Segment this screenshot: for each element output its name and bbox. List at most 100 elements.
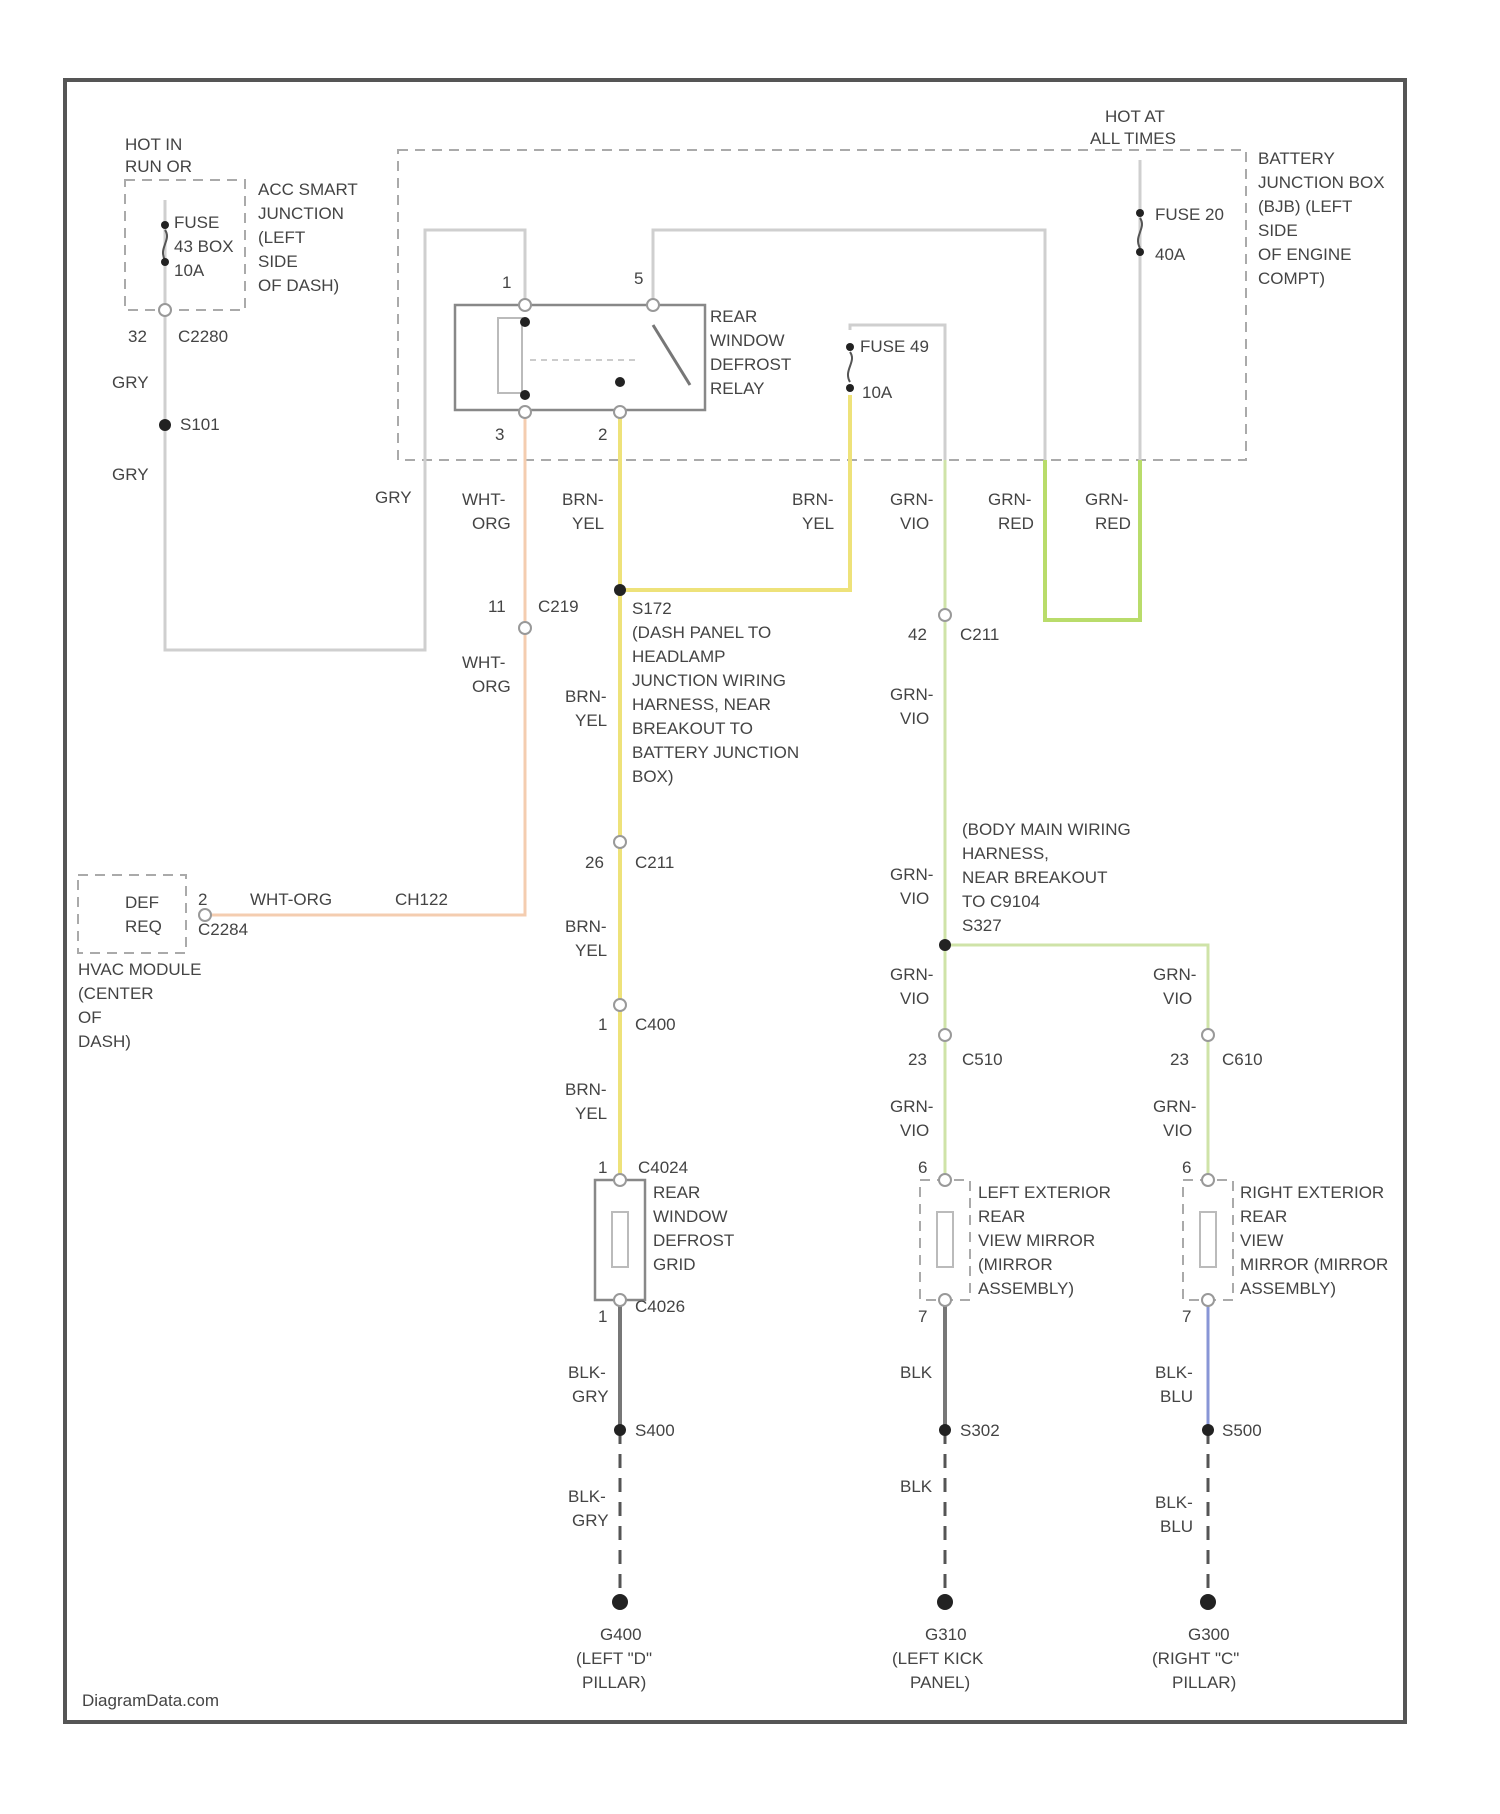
fuse-20-label: FUSE 20 40A <box>1155 205 1229 264</box>
connector-right-mirror-bottom <box>1202 1294 1214 1306</box>
rear-window-defrost-grid-label: REAR WINDOW DEFROST GRID <box>653 1183 739 1274</box>
wire-label-grn-vio-top: GRN- VIO <box>890 490 938 533</box>
acc-fuse-label: FUSE 43 BOX 10A <box>174 213 238 280</box>
ground-g300-label: G300 (RIGHT "C" PILLAR) <box>1152 1625 1244 1692</box>
grid-bottom-pin-label: 1 <box>598 1307 607 1326</box>
ground-g400-label: G400 (LEFT "D" PILLAR) <box>576 1625 657 1692</box>
relay-pin3-dot <box>520 390 530 400</box>
relay-pin2-terminal <box>614 406 626 418</box>
connector-c610 <box>1202 1029 1214 1041</box>
hvac-pin-label: 2 <box>198 890 207 909</box>
wire-label-blk-mid-2: BLK <box>900 1477 933 1496</box>
connector-c2280 <box>159 304 171 316</box>
splice-s400-label: S400 <box>635 1421 675 1440</box>
c211-mid-pin-label: 42 <box>908 625 927 644</box>
right-mirror-label: RIGHT EXTERIOR REAR VIEW MIRROR (MIRROR … <box>1240 1183 1393 1298</box>
wire-grn-red-loop <box>1045 460 1140 620</box>
ground-g310-icon <box>937 1594 953 1610</box>
hvac-def-req-label: DEF REQ <box>125 893 164 936</box>
grid-element-icon <box>612 1212 628 1267</box>
grid-top-pin-label: 1 <box>598 1158 607 1177</box>
wire-label-wht-org-top: WHT- ORG <box>462 490 511 533</box>
relay-pin1-dot <box>520 317 530 327</box>
c610-label: C610 <box>1222 1050 1263 1069</box>
splice-s327-label: (BODY MAIN WIRING HARNESS, NEAR BREAKOUT… <box>962 820 1135 935</box>
right-mirror-heater-icon <box>1200 1212 1216 1267</box>
hvac-module-outline <box>78 875 186 953</box>
wire-label-blk-gry-1: BLK- GRY <box>568 1363 611 1406</box>
splice-s172-label: S172 (DASH PANEL TO HEADLAMP JUNCTION WI… <box>632 599 804 786</box>
acc-wire-gry-2: GRY <box>112 465 149 484</box>
relay-pin1-terminal <box>519 299 531 311</box>
left-mirror-heater-icon <box>937 1212 953 1267</box>
wire-label-blk-mid-1: BLK <box>900 1363 933 1382</box>
splice-s302 <box>939 1424 951 1436</box>
c219-label: C219 <box>538 597 579 616</box>
ground-g300-icon <box>1200 1594 1216 1610</box>
splice-s101 <box>159 419 171 431</box>
relay-pin5-terminal <box>647 299 659 311</box>
hvac-module-label: HVAC MODULE (CENTER OF DASH) <box>78 960 206 1051</box>
right-mirror-bottom-pin-label: 7 <box>1182 1307 1191 1326</box>
left-mirror-top-pin-label: 6 <box>918 1158 927 1177</box>
c4024-label: C4024 <box>638 1158 688 1177</box>
wire-label-grn-vio-mid-1: GRN- VIO <box>890 685 938 728</box>
wire-label-grn-vio-mid-4: GRN- VIO <box>890 1097 938 1140</box>
ground-g400-icon <box>612 1594 628 1610</box>
splice-s172 <box>614 584 626 596</box>
c400-pin-label: 1 <box>598 1015 607 1034</box>
c211-mid-label: C211 <box>960 625 999 644</box>
watermark-text: DiagramData.com <box>82 1691 219 1710</box>
fuse-49-label: FUSE 49 10A <box>860 337 934 402</box>
wire-label-blk-gry-2: BLK- GRY <box>568 1487 611 1530</box>
wire-label-brn-yel-left-2: BRN- YEL <box>565 917 611 960</box>
c510-label: C510 <box>962 1050 1003 1069</box>
splice-s500 <box>1202 1424 1214 1436</box>
wire-label-grn-vio-mid-3: GRN- VIO <box>890 965 938 1008</box>
wire-label-blk-blu-2: BLK- BLU <box>1155 1493 1198 1536</box>
acc-pin-label: 32 <box>128 327 147 346</box>
ground-g310-label: G310 (LEFT KICK PANEL) <box>892 1625 988 1692</box>
relay-pin3-terminal <box>519 406 531 418</box>
fuse-49-icon <box>846 343 854 392</box>
wire-label-grn-vio-right-1: GRN- VIO <box>1153 965 1201 1008</box>
c219-pin-label: 11 <box>488 597 506 616</box>
connector-c400 <box>614 999 626 1011</box>
connector-c4026 <box>614 1294 626 1306</box>
battery-junction-label: BATTERY JUNCTION BOX (BJB) (LEFT SIDE OF… <box>1258 149 1389 288</box>
fuse-20-icon <box>1136 209 1144 256</box>
hot-in-run-label: HOT IN RUN OR <box>125 135 192 176</box>
splice-s500-label: S500 <box>1222 1421 1262 1440</box>
rear-window-defrost-grid-box <box>595 1180 645 1300</box>
splice-s327 <box>939 939 951 951</box>
relay-pin-2-label: 2 <box>598 425 607 444</box>
splice-s302-label: S302 <box>960 1421 1000 1440</box>
connector-left-mirror-bottom <box>939 1294 951 1306</box>
c4026-label: C4026 <box>635 1297 685 1316</box>
wire-label-grn-vio-mid-2: GRN- VIO <box>890 865 938 908</box>
wire-label-brn-yel-left-3: BRN- YEL <box>565 1080 611 1123</box>
hvac-connector2-label: CH122 <box>395 890 448 909</box>
wire-label-grn-vio-right-2: GRN- VIO <box>1153 1097 1201 1140</box>
relay-coil-icon <box>498 318 522 393</box>
connector-c211-left <box>614 836 626 848</box>
relay-pin-5-label: 5 <box>634 269 643 288</box>
connector-c219 <box>519 622 531 634</box>
right-mirror-outline <box>1183 1180 1233 1300</box>
acc-wire-gry-3: GRY <box>375 488 412 507</box>
c400-label: C400 <box>635 1015 676 1034</box>
wire-label-brn-yel-top-2: BRN- YEL <box>792 490 838 533</box>
right-mirror-top-pin-label: 6 <box>1182 1158 1191 1177</box>
relay-switch-icon <box>653 325 690 385</box>
connector-right-mirror-top <box>1202 1174 1214 1186</box>
connector-c4024 <box>614 1174 626 1186</box>
relay-label: REAR WINDOW DEFROST RELAY <box>710 307 796 398</box>
hvac-wire-label: WHT-ORG <box>250 890 332 909</box>
c211-left-label: C211 <box>635 853 674 872</box>
connector-c510 <box>939 1029 951 1041</box>
hot-all-times-label: HOT AT ALL TIMES <box>1090 107 1176 148</box>
left-mirror-outline <box>920 1180 970 1300</box>
splice-s101-label: S101 <box>180 415 220 434</box>
relay-pin2-dot <box>615 377 625 387</box>
